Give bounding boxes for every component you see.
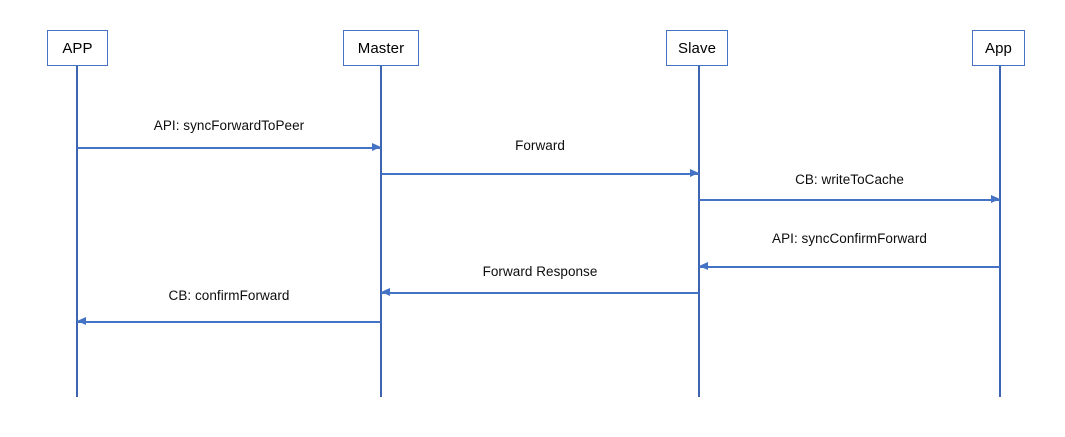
message-label-msg-4: API: syncConfirmForward xyxy=(772,231,927,246)
lifeline-stem-slave xyxy=(698,66,700,397)
message-arrow-msg-6[interactable] xyxy=(77,321,381,323)
participant-box-master[interactable]: Master xyxy=(343,30,419,66)
participant-label: App xyxy=(985,39,1012,57)
arrowhead-left-icon xyxy=(77,317,86,326)
message-arrow-msg-3[interactable] xyxy=(699,199,1000,201)
participant-label: Master xyxy=(357,39,405,57)
arrowhead-left-icon xyxy=(699,262,708,271)
message-arrow-msg-2[interactable] xyxy=(381,173,699,175)
arrowhead-right-icon xyxy=(991,195,1000,204)
participant-label: APP xyxy=(62,39,93,57)
lifeline-stem-master xyxy=(380,66,382,397)
participant-box-app-left[interactable]: APP xyxy=(47,30,108,66)
message-label-msg-5: Forward Response xyxy=(482,264,598,279)
message-label-msg-1: API: syncForwardToPeer xyxy=(153,118,305,133)
arrowhead-right-icon xyxy=(372,143,381,152)
participant-box-app-right[interactable]: App xyxy=(972,30,1025,66)
message-label-msg-6: CB: confirmForward xyxy=(168,288,290,303)
message-arrow-msg-5[interactable] xyxy=(381,292,699,294)
arrowhead-left-icon xyxy=(381,288,390,297)
lifeline-stem-app-left xyxy=(76,66,78,397)
message-arrow-msg-1[interactable] xyxy=(77,147,381,149)
participant-label: Slave xyxy=(677,39,717,57)
message-arrow-msg-4[interactable] xyxy=(699,266,1000,268)
participant-box-slave[interactable]: Slave xyxy=(666,30,728,66)
message-label-msg-3: CB: writeToCache xyxy=(795,172,904,187)
lifeline-stem-app-right xyxy=(999,66,1001,397)
message-label-msg-2: Forward xyxy=(515,138,565,153)
arrowhead-right-icon xyxy=(690,169,699,178)
